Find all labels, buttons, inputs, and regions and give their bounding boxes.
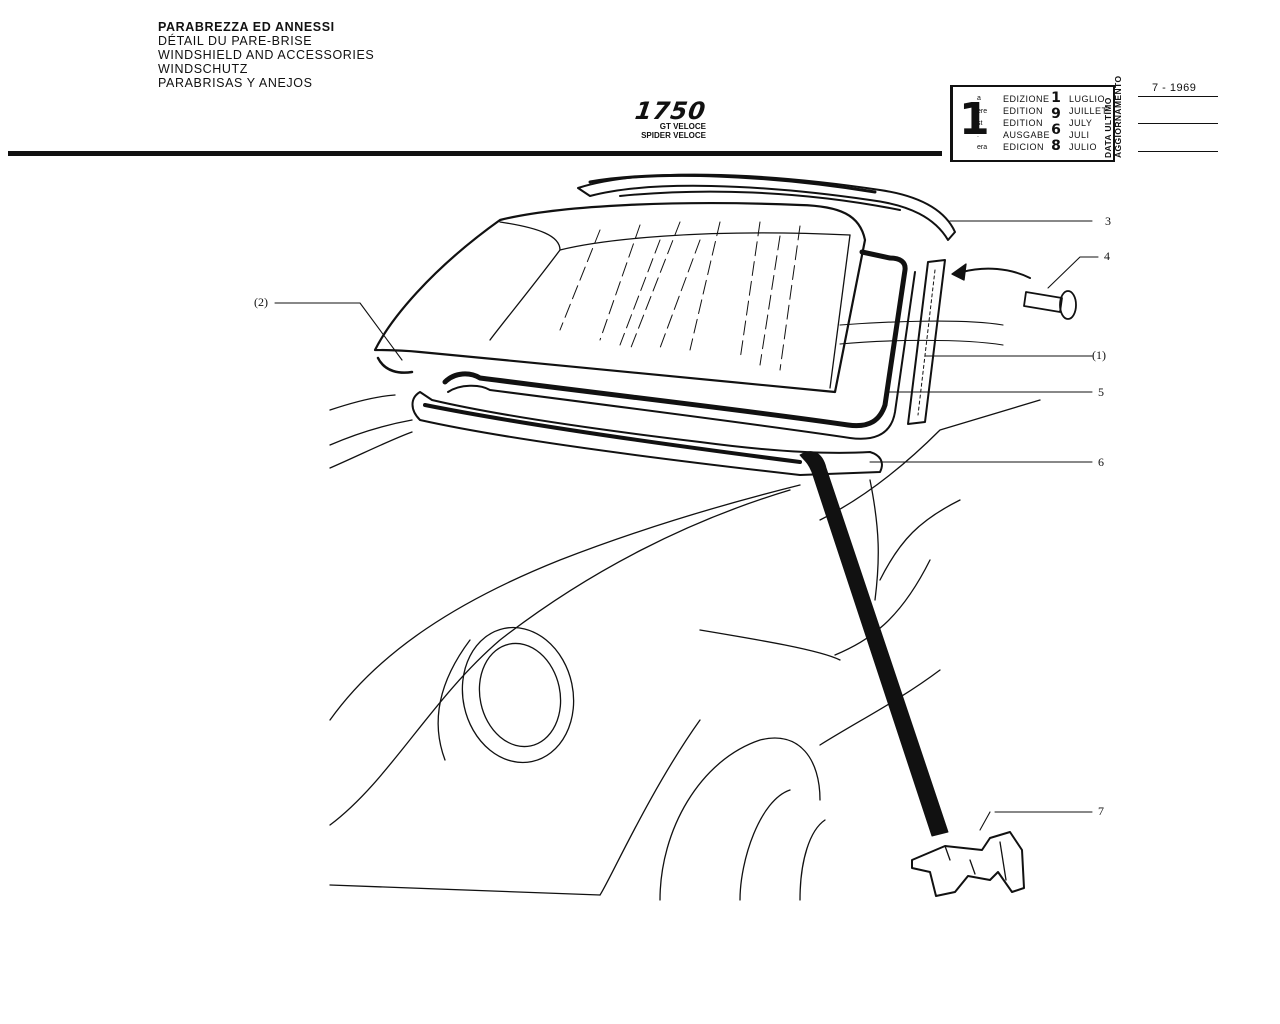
car-body-outline <box>329 394 1041 901</box>
edition-suffix: ere <box>977 108 988 115</box>
edition-month-en: JULY <box>1069 118 1093 128</box>
variant-spider: SPIDER VELOCE <box>641 131 706 140</box>
update-line <box>1138 96 1218 97</box>
edition-word-en: EDITION <box>1003 118 1044 128</box>
variant-gt: GT VELOCE <box>659 122 706 131</box>
callout-1: (1) <box>1092 348 1106 362</box>
title-german: WINDSCHUTZ <box>158 62 249 76</box>
edition-suffix: . <box>977 132 979 139</box>
title-italian: PARABREZZA ED ANNESSI <box>158 20 335 34</box>
edition-month-es: JULIO <box>1069 142 1098 152</box>
edition-month-it: LUGLIO <box>1069 94 1106 104</box>
model-block: 1750 GT VELOCE SPIDER VELOCE <box>626 97 708 140</box>
last-update-date: 7 - 1969 <box>1152 82 1197 94</box>
clip <box>911 831 1025 897</box>
title-block: PARABREZZA ED ANNESSI DÉTAIL DU PARE-BRI… <box>158 20 374 90</box>
title-spanish: PARABRISAS Y ANEJOS <box>158 76 313 90</box>
edition-suffix: st <box>977 120 983 127</box>
update-line <box>1138 151 1218 152</box>
callout-6: 6 <box>1098 455 1104 469</box>
edition-suffix: era <box>977 144 988 151</box>
update-line <box>1138 123 1218 124</box>
edition-box: 1 a ere st . era EDIZIONE EDITION EDITIO… <box>950 85 1115 162</box>
edition-month-de: JULI <box>1069 130 1090 140</box>
edition-number: 1 <box>959 94 990 145</box>
title-english: WINDSHIELD AND ACCESSORIES <box>158 48 375 62</box>
lower-frame <box>411 391 883 476</box>
edition-word-it: EDIZIONE <box>1003 94 1050 104</box>
edition-word-es: EDICION <box>1003 142 1045 152</box>
edition-suffix: a <box>977 95 981 102</box>
side-pillar <box>907 259 946 425</box>
callout-7: 7 <box>1098 804 1104 818</box>
leader-lines <box>274 220 1099 831</box>
rubber-seal <box>442 249 916 440</box>
title-french: DÉTAIL DU PARE-BRISE <box>158 34 313 48</box>
roof-seal <box>577 173 956 241</box>
edition-word-de: AUSGABE <box>1003 130 1051 140</box>
headlight <box>437 626 575 764</box>
callout-4: 4 <box>1104 249 1110 263</box>
header-rule <box>8 151 942 156</box>
bolt <box>1023 290 1077 320</box>
edition-word-fr: EDITION <box>1003 106 1044 116</box>
bolt-arrow <box>961 267 1031 279</box>
callout-5: 5 <box>1098 385 1104 399</box>
callout-2: (2) <box>254 295 268 309</box>
windshield-glass <box>373 202 867 394</box>
edition-month-fr: JUILLET <box>1069 106 1108 116</box>
edition-year: 1968 <box>1051 90 1061 154</box>
seal-strip <box>799 451 949 837</box>
callout-3: 3 <box>1105 214 1111 228</box>
